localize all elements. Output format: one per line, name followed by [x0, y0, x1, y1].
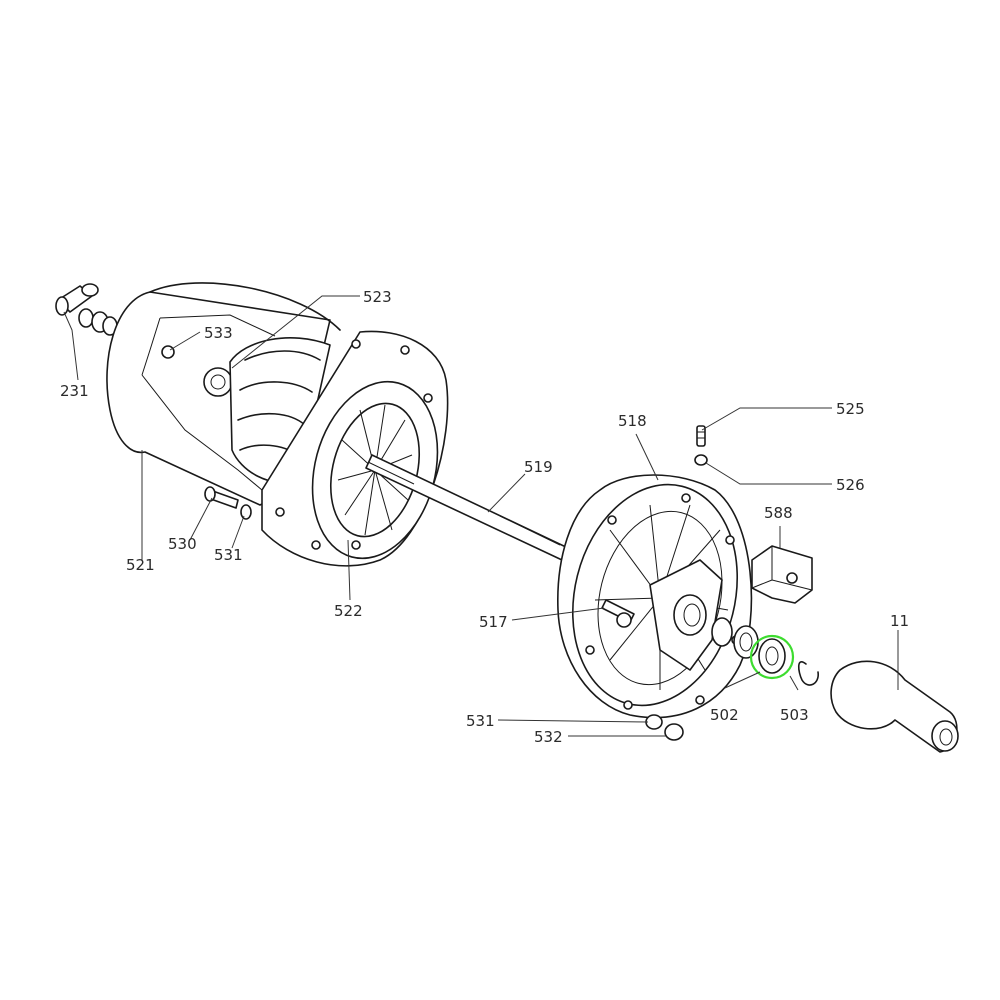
- label-526: 526: [836, 476, 865, 494]
- part-11-coupling-sleeve[interactable]: [830, 660, 959, 753]
- part-518-end-cover[interactable]: [550, 467, 759, 723]
- label-531-upper: 531: [214, 546, 243, 564]
- part-530-bolt[interactable]: [204, 486, 239, 509]
- part-519-shaft[interactable]: [365, 454, 569, 561]
- label-525: 525: [836, 400, 865, 418]
- part-526-nut[interactable]: [694, 454, 708, 466]
- part-532-nut-lower[interactable]: [664, 723, 684, 741]
- label-521: 521: [126, 556, 155, 574]
- label-532: 532: [534, 728, 563, 746]
- part-231-elbow-fitting[interactable]: [55, 283, 118, 336]
- label-588: 588: [764, 504, 793, 522]
- label-531-lower: 531: [466, 712, 495, 730]
- part-502-bearing[interactable]: [711, 617, 795, 680]
- label-523: 523: [363, 288, 392, 306]
- part-number-labels: 523 533 231 521 530 531 522 519 518 525 …: [60, 288, 909, 746]
- highlight-circle: [749, 634, 795, 680]
- part-503-circlip[interactable]: [797, 661, 819, 686]
- part-525-set-screw[interactable]: [696, 425, 706, 447]
- label-231: 231: [60, 382, 89, 400]
- label-519: 519: [524, 458, 553, 476]
- part-531-washer-upper[interactable]: [240, 504, 252, 520]
- part-588-bracket[interactable]: [751, 545, 813, 604]
- label-518: 518: [618, 412, 647, 430]
- label-517: 517: [479, 613, 508, 631]
- part-531-washer-lower[interactable]: [645, 714, 663, 730]
- leader-lines: [63, 295, 899, 737]
- label-533: 533: [204, 324, 233, 342]
- label-530: 530: [168, 535, 197, 553]
- part-517-screw[interactable]: [601, 599, 635, 628]
- label-522: 522: [334, 602, 363, 620]
- label-11: 11: [890, 612, 909, 630]
- label-502: 502: [710, 706, 739, 724]
- label-503: 503: [780, 706, 809, 724]
